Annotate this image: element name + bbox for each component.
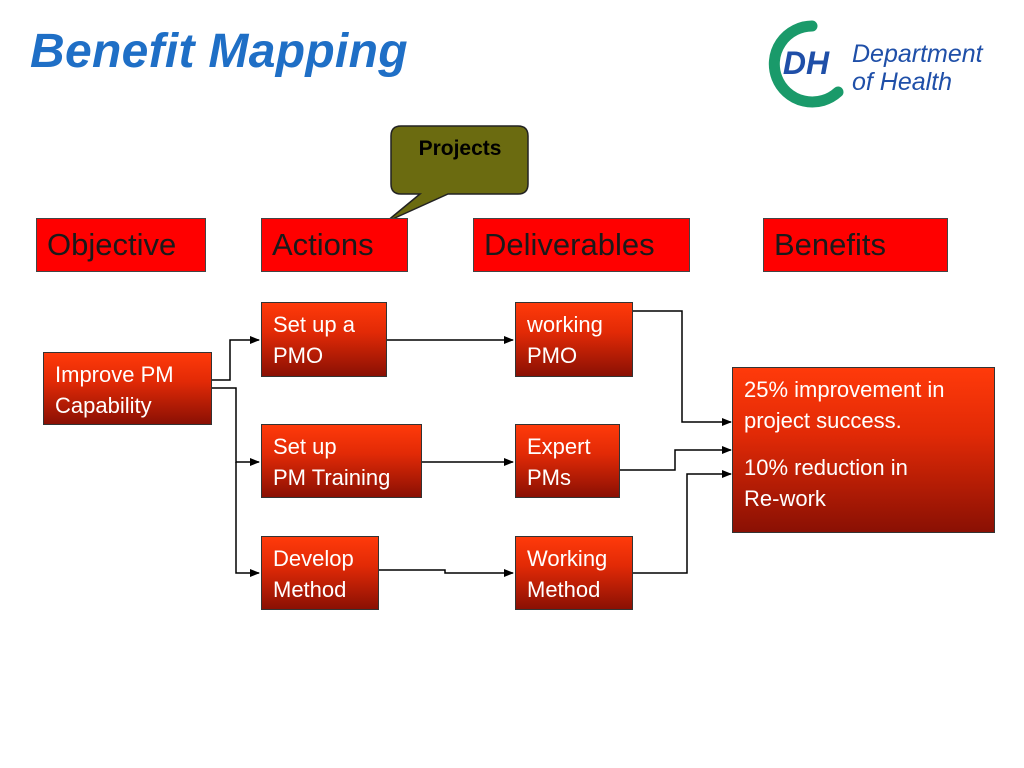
node-set-up-pmo: Set up a PMO [261, 302, 387, 377]
node-line: PM Training [273, 465, 391, 490]
node-line: 25% improvement in [744, 377, 945, 402]
node-line: Improve PM [55, 362, 174, 387]
header-objective: Objective [36, 218, 206, 272]
node-develop-method: Develop Method [261, 536, 379, 610]
node-line: Develop [273, 546, 354, 571]
arrow-objective-to-pmo [198, 336, 260, 381]
node-expert-pms: Expert PMs [515, 424, 620, 498]
dh-logo-line1: Department [852, 40, 983, 68]
arrow-objective-to-method [235, 462, 260, 577]
page-title: Benefit Mapping [30, 25, 408, 78]
node-line: PMO [273, 343, 324, 368]
arrow-method-to-working-method [378, 569, 514, 577]
node-line: Method [273, 577, 347, 602]
node-line: Method [527, 577, 601, 602]
node-line: Expert [527, 434, 591, 459]
node-line: project success. [744, 408, 902, 433]
header-deliverables: Deliverables [473, 218, 690, 272]
node-improve-pm-capability: Improve PM Capability [43, 352, 212, 425]
arrow-working-method-to-benefit [632, 470, 732, 574]
node-line: Capability [55, 393, 152, 418]
node-line: PMO [527, 343, 578, 368]
node-set-up-pm-training: Set up PM Training [261, 424, 422, 498]
projects-callout-shape [385, 125, 529, 223]
dh-logo-mark: DH [768, 20, 845, 108]
node-working-method: Working Method [515, 536, 633, 610]
node-line: PMs [527, 465, 571, 490]
dh-logo: DH Department of Health [760, 18, 1010, 108]
dh-logo-initials: DH [783, 45, 830, 81]
node-line: Re-work [744, 486, 826, 511]
node-line: working [527, 312, 603, 337]
projects-callout-label: Projects [418, 137, 502, 160]
header-actions: Actions [261, 218, 408, 272]
dh-logo-wordmark: Department of Health [852, 40, 983, 96]
node-line: 10% reduction in [744, 455, 908, 480]
node-line: Working [527, 546, 608, 571]
arrow-working-pmo-to-benefit [632, 310, 732, 426]
node-line: Set up [273, 434, 337, 459]
header-benefits: Benefits [763, 218, 948, 272]
node-line: Set up a [273, 312, 355, 337]
arrow-objective-to-training [212, 387, 260, 466]
dh-logo-line2: of Health [852, 68, 953, 96]
node-working-pmo: working PMO [515, 302, 633, 377]
arrow-expert-pms-to-benefit [619, 446, 732, 471]
node-benefit-outcomes: 25% improvement in project success. 10% … [732, 367, 995, 533]
